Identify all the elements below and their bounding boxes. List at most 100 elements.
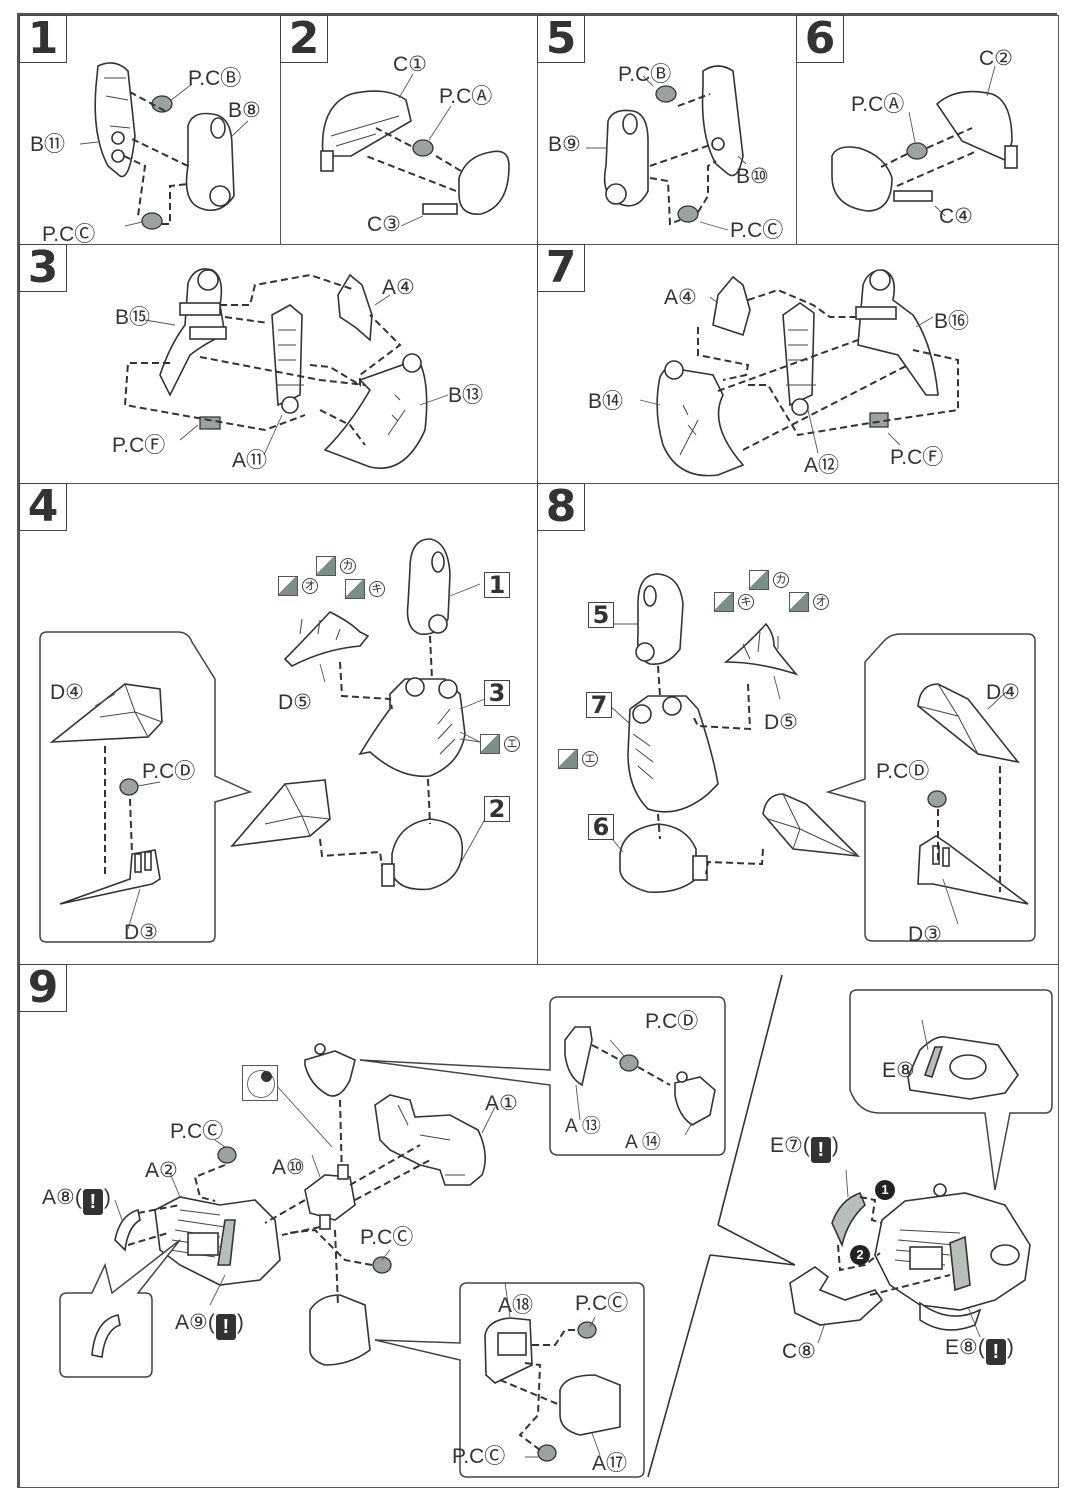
step-2-drawing [320, 73, 510, 227]
step-3-panel: 3 A④ B⑮ B⑬ P.CⒻ A⑪ [19, 244, 538, 484]
ref-step-6: 6 [588, 814, 614, 840]
sticker-o-icon [789, 592, 809, 612]
label-b8: B⑧ [228, 99, 261, 122]
sticker-ka-icon [749, 570, 769, 590]
label-pc-c: P.CⒸ [42, 223, 96, 246]
part-a4 [337, 273, 373, 342]
label-pc-d: P.CⒹ [645, 1010, 699, 1033]
warning-icon: ! [985, 1339, 1006, 1365]
label-pc-f: P.CⒻ [890, 446, 944, 469]
polycap-c-top [217, 1146, 237, 1164]
sticker-ka-label: カ [773, 572, 789, 588]
label-a4: A④ [382, 276, 415, 299]
step-9-panel: 9 [19, 964, 1059, 1488]
step-1-drawing [79, 62, 249, 230]
detail-callout-a8 [59, 1239, 181, 1378]
part-drum [309, 1294, 371, 1366]
part-from-step-6 [619, 823, 697, 894]
label-d4-detail: D④ [50, 681, 84, 704]
polycap-a [906, 142, 928, 160]
label-a8-text: A⑧ [42, 1186, 75, 1209]
label-b10: B⑩ [736, 165, 769, 188]
part-a12 [782, 302, 815, 407]
polycap-c [677, 205, 699, 223]
label-c3: C③ [367, 213, 401, 236]
part-b13 [323, 358, 428, 469]
order-2-icon: 2 [850, 1245, 870, 1265]
label-b9: B⑨ [548, 133, 581, 156]
step-6-panel: 6 C② P.CⒶ C④ [796, 15, 1059, 245]
step-5-drawing [586, 65, 747, 231]
label-pc-a: P.CⒶ [851, 93, 905, 116]
step-3-drawing [123, 268, 449, 469]
sticker-e-icon [480, 734, 500, 754]
label-pc-c: P.CⒸ [730, 219, 784, 242]
sticker-ki-label: キ [738, 594, 754, 610]
part-b11-shell [94, 62, 136, 178]
polycap-c-right [577, 1321, 597, 1339]
label-c1: C① [393, 53, 427, 76]
step-number: 8 [537, 483, 585, 531]
part-b14 [656, 365, 745, 477]
step-5-panel: 5 P.CⒷ B⑨ B⑩ P.CⒸ [537, 15, 797, 245]
label-pc-f: P.CⒻ [112, 434, 166, 457]
label-pc-a: P.CⒶ [439, 85, 493, 108]
polycap-d-a [619, 1054, 639, 1072]
step-number: 3 [19, 244, 67, 292]
label-e7-text: E⑦ [770, 1134, 803, 1157]
sticker-ka-label: カ [340, 558, 356, 574]
step-number: 6 [796, 15, 844, 63]
part-a14-assembled [304, 1050, 356, 1097]
detail-callout [39, 631, 253, 943]
part-a13 [564, 1026, 593, 1087]
label-c4: C④ [939, 205, 973, 228]
part-c8 [789, 1266, 884, 1326]
part-e7 [831, 1191, 866, 1248]
part-d4-detail [917, 683, 1020, 764]
part-d5 [283, 611, 370, 667]
sticker-e-label: エ [504, 736, 520, 752]
label-d3: D③ [908, 923, 942, 946]
polycap-c [141, 212, 163, 230]
part-d4-detail [49, 683, 163, 743]
label-pc-c-top: P.CⒸ [170, 1120, 224, 1143]
label-a13: A ⑬ [565, 1116, 601, 1137]
part-c1 [321, 90, 412, 157]
label-a8: A⑧(!) [42, 1186, 111, 1215]
polycap-f [199, 416, 221, 430]
step-8-drawing [606, 573, 1036, 942]
sticker-ki-icon [714, 592, 734, 612]
polycap-d [119, 778, 139, 796]
ref-step-5: 5 [588, 602, 614, 628]
polycap-d [927, 790, 947, 808]
step-7-drawing [639, 269, 959, 477]
part-a1 [374, 1094, 486, 1186]
step-1-panel: 1 P.CⒷ B⑧ B⑪ P.CⒸ [19, 15, 281, 245]
label-a9-text: A⑨ [175, 1311, 208, 1334]
label-d5: D⑤ [278, 691, 312, 714]
part-c4 [831, 146, 893, 212]
sticker-o-label: オ [302, 578, 318, 594]
label-a2: A② [145, 1159, 178, 1182]
warning-icon: ! [82, 1189, 103, 1215]
polycap-b [151, 95, 173, 113]
polycap-f [869, 412, 889, 428]
label-d3: D③ [124, 921, 158, 944]
label-pc-d: P.CⒹ [142, 760, 196, 783]
part-d4 [762, 793, 861, 858]
sticker-ki-icon [345, 579, 365, 599]
step-4-drawing [39, 538, 486, 943]
part-a10 [304, 1174, 356, 1221]
label-pc-b: P.CⒷ [188, 67, 242, 90]
step-number: 4 [19, 483, 67, 531]
detail-callout [825, 633, 1036, 942]
sticker-e-label: エ [582, 751, 598, 767]
part-d4 [230, 779, 331, 848]
label-b16: B⑯ [934, 310, 970, 333]
part-from-step-3 [358, 678, 466, 778]
sticker-e-icon [558, 749, 578, 769]
warning-icon: ! [810, 1137, 831, 1163]
warning-icon: ! [215, 1314, 236, 1340]
step-number: 5 [537, 15, 585, 63]
label-c8: C⑧ [782, 1340, 816, 1363]
